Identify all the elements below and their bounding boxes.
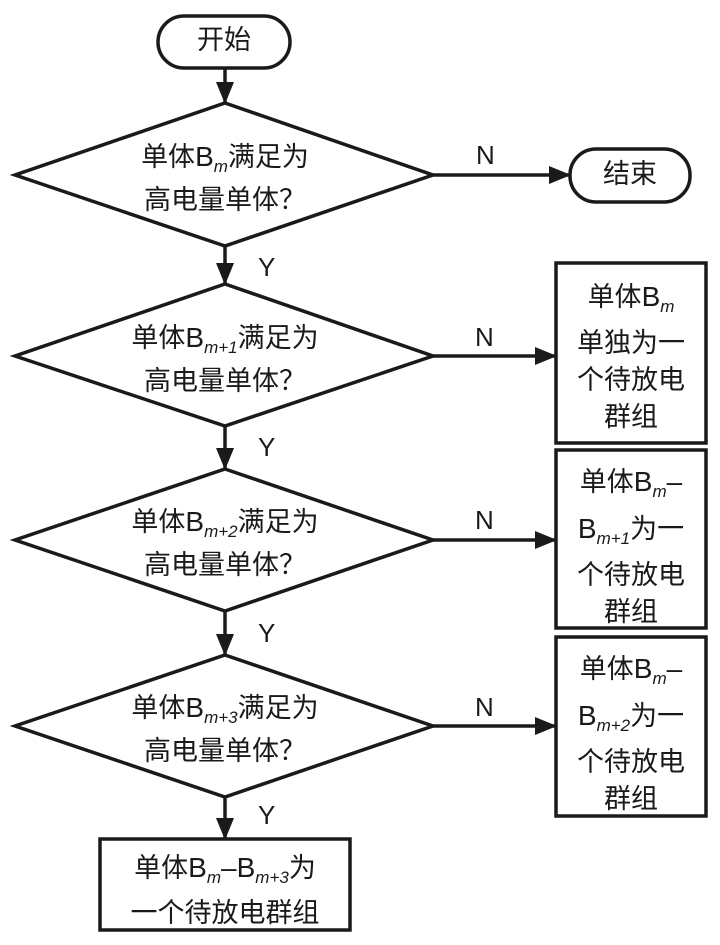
start-label: 开始 (197, 25, 251, 56)
p4-var1: B (188, 852, 207, 883)
process-3-text: 单体Bm– Bm+2为一 个待放电 群组 (556, 650, 706, 818)
p4-text-pre: 单体 (134, 853, 189, 884)
d4-line2: 高电量单体？ (144, 736, 306, 767)
p4-sub1: m (206, 868, 222, 887)
end-label: 结束 (603, 159, 657, 190)
d1-line2: 高电量单体？ (144, 185, 306, 216)
d3-text-post: 满足为 (237, 507, 319, 538)
process-2-text: 单体Bm– Bm+1为一 个待放电 群组 (556, 463, 706, 631)
p2-var2: B (577, 513, 597, 544)
d4-text-post: 满足为 (237, 693, 319, 724)
p1-var: B (641, 281, 661, 312)
edge-label-d4-p3: N (475, 692, 494, 722)
p1-line3: 个待放电 (577, 365, 685, 396)
decision-2-text: 单体Bm+1满足为 高电量单体？ (15, 321, 435, 399)
d2-text-pre: 单体 (131, 323, 186, 354)
p2-dash: – (666, 466, 683, 497)
d3-var: B (185, 506, 205, 537)
p3-text-pre: 单体 (579, 654, 634, 685)
process-box-4 (98, 837, 352, 932)
d2-var: B (185, 322, 205, 353)
edge-label-d1-d2: Y (258, 252, 276, 282)
edge-label-d2-p1: N (475, 322, 494, 352)
d2-line2: 高电量单体？ (144, 366, 306, 397)
p3-line4: 群组 (604, 784, 658, 815)
decision-1-text: 单体Bm满足为 高电量单体？ (15, 140, 435, 218)
p4-text-post: 为 (288, 853, 316, 884)
p1-text-pre: 单体 (587, 282, 642, 313)
d2-sub: m+1 (204, 338, 238, 357)
p2-var1: B (633, 466, 653, 497)
p4-var2: B (236, 852, 256, 883)
p3-sub1: m (652, 669, 667, 688)
p4-dash: – (221, 852, 237, 883)
d1-text-post: 满足为 (227, 142, 309, 173)
edge-label-d3-p2: N (475, 505, 494, 535)
p3-sub2: m+2 (596, 716, 631, 735)
process-1-text: 单体Bm 单独为一 个待放电 群组 (556, 278, 706, 436)
p3-dash: – (666, 653, 683, 684)
p1-line2: 单独为一 (577, 328, 685, 359)
edge-label-d1-end: N (476, 140, 495, 170)
process-4-text: 单体Bm–Bm+3为 一个待放电群组 (100, 850, 350, 932)
p2-line2-post: 为一 (630, 514, 685, 545)
p4-line2: 一个待放电群组 (130, 898, 320, 929)
p2-sub2: m+1 (596, 529, 631, 548)
p3-line3: 个待放电 (577, 747, 685, 778)
p2-sub1: m (652, 482, 667, 501)
decision-4-text: 单体Bm+3满足为 高电量单体？ (15, 691, 435, 769)
edge-label-d3-d4: Y (258, 618, 276, 648)
d3-text-pre: 单体 (131, 507, 186, 538)
process-box-1 (554, 261, 708, 445)
p3-line2-post: 为一 (630, 701, 685, 732)
d1-sub: m (213, 157, 228, 176)
d1-text-pre: 单体 (141, 142, 196, 173)
p2-line4: 群组 (604, 597, 658, 628)
p4-sub2: m+3 (255, 868, 289, 887)
d4-var: B (185, 692, 205, 723)
p2-text-pre: 单体 (579, 467, 634, 498)
d4-sub: m+3 (204, 708, 238, 727)
p2-line3: 个待放电 (577, 560, 685, 591)
p1-line4: 群组 (604, 402, 658, 433)
d2-text-post: 满足为 (237, 323, 319, 354)
p3-var2: B (577, 700, 597, 731)
process-box-3 (554, 635, 708, 818)
d3-line2: 高电量单体？ (144, 550, 306, 581)
edge-label-d2-d3: Y (258, 432, 276, 462)
d1-var: B (195, 141, 214, 172)
p3-var1: B (633, 653, 653, 684)
decision-3-text: 单体Bm+2满足为 高电量单体？ (15, 505, 435, 583)
edge-label-d4-p4: Y (258, 800, 276, 830)
d4-text-pre: 单体 (131, 693, 186, 724)
p1-sub: m (660, 297, 675, 316)
d3-sub: m+2 (204, 522, 238, 541)
